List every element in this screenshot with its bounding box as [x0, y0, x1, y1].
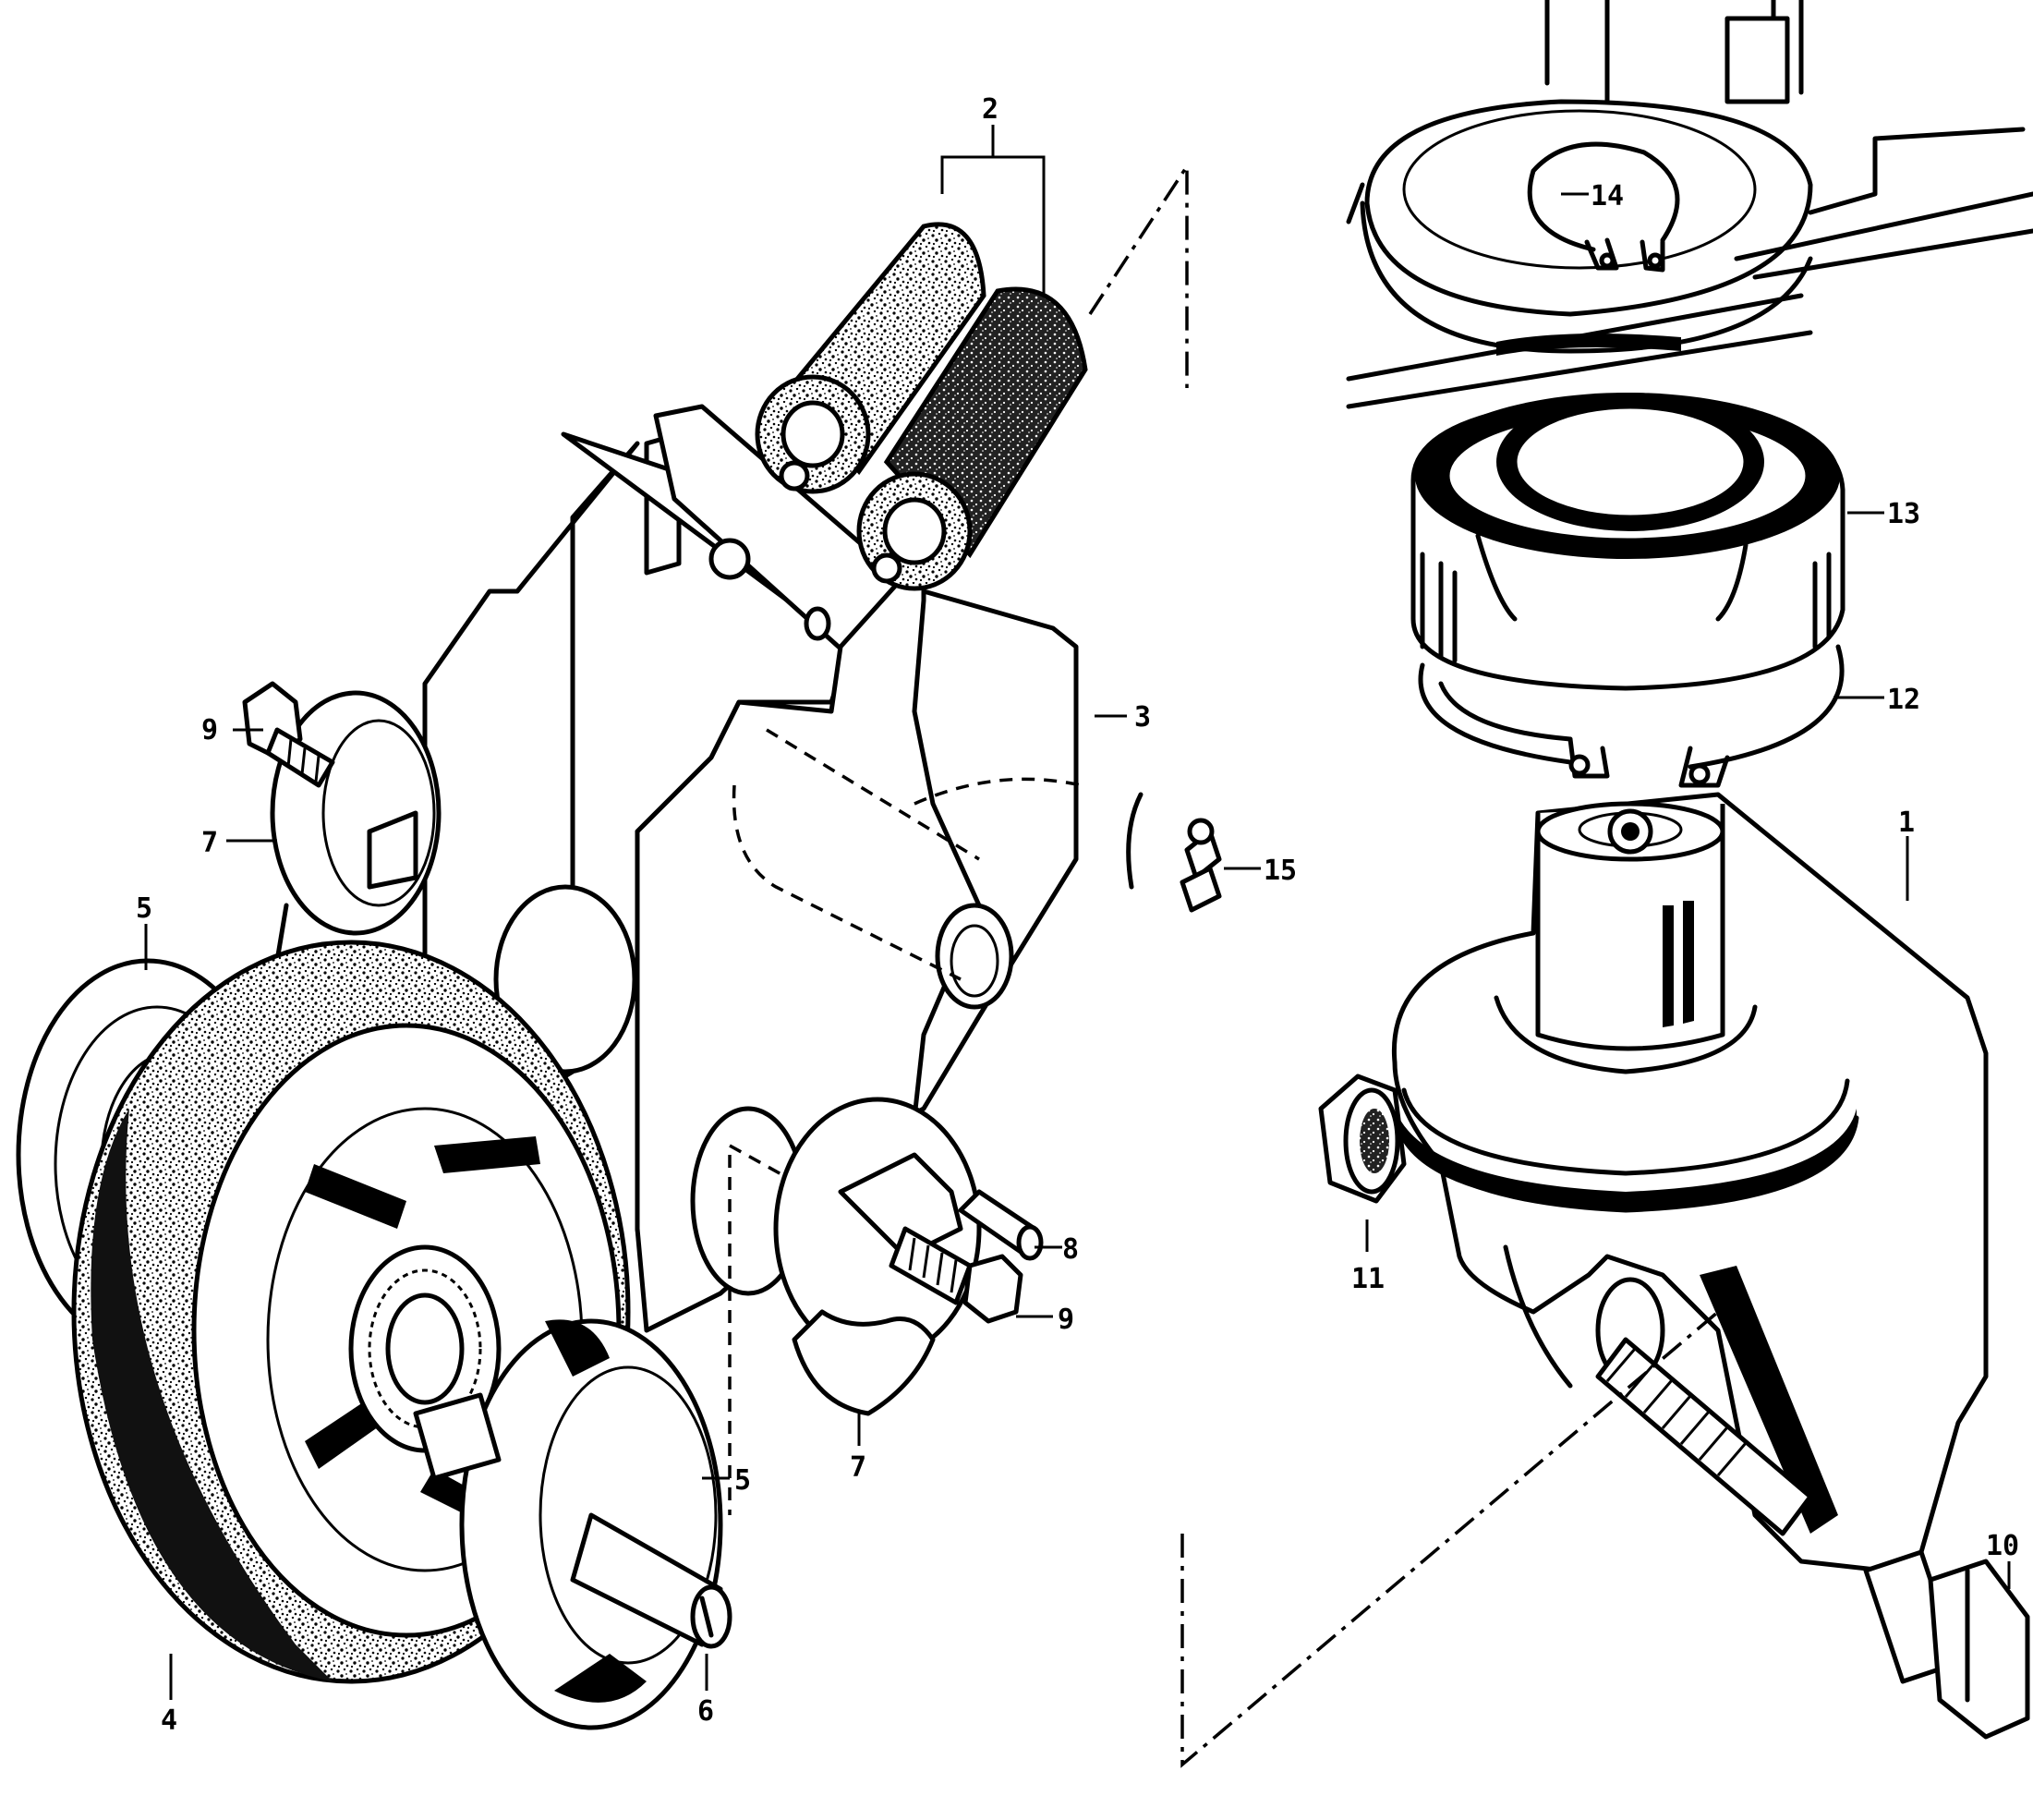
- nut-11: [1318, 1074, 1407, 1204]
- swivel-head-assembly: [1180, 0, 2033, 1768]
- callout-2: 2: [982, 93, 998, 126]
- roller-bore-1: [781, 400, 845, 468]
- roller-bore-2: [882, 497, 947, 565]
- upper-housing: [1346, 0, 2033, 409]
- bolt-9-lower: [889, 1226, 1023, 1324]
- callout-10: 10: [1986, 1530, 2019, 1562]
- bolt-10: [1863, 1549, 2030, 1740]
- callout-9-upper: 9: [201, 714, 218, 746]
- pin-8: [958, 1189, 1044, 1261]
- callout-14: 14: [1591, 180, 1624, 212]
- callout-8: 8: [1062, 1233, 1079, 1266]
- bracket-hole-large: [493, 884, 637, 1074]
- caster-fork-assembly: [16, 125, 1222, 1730]
- callout-15: 15: [1264, 855, 1297, 887]
- tab-hole: [708, 538, 751, 580]
- circlip-14: [1527, 141, 1680, 273]
- grease-nipple-15: [1126, 792, 1222, 913]
- callout-5-right: 5: [734, 1464, 751, 1497]
- axis-line-upper: [1088, 161, 1189, 388]
- callout-13: 13: [1887, 498, 1920, 530]
- callout-5-left: 5: [136, 892, 152, 925]
- bracket-hole-axle-inner: [950, 924, 999, 998]
- axle-6: [413, 1392, 732, 1649]
- callout-1: 1: [1898, 807, 1915, 839]
- rollers: [755, 222, 1088, 591]
- bearing-13: [1410, 393, 1845, 691]
- bolt-9-upper: [242, 681, 335, 788]
- bracket-hole-axle: [935, 903, 1014, 1010]
- circlip-12: [1418, 644, 1845, 788]
- callout-4: 4: [161, 1705, 177, 1737]
- callout-9-lower: 9: [1058, 1304, 1074, 1336]
- leader-lines: [144, 192, 2011, 1700]
- hidden-line-1: [732, 784, 962, 981]
- callout-7-lower: 7: [850, 1451, 866, 1484]
- axis-line-lower: [1180, 1310, 1720, 1768]
- callout-3: 3: [1134, 701, 1151, 734]
- tab-hole-2: [804, 606, 831, 641]
- callout-6: 6: [697, 1695, 714, 1728]
- callout-12: 12: [1887, 684, 1920, 716]
- axle-bolt: [1595, 1337, 1813, 1536]
- hidden-line-2: [766, 728, 980, 861]
- washer-7-lower: [773, 1097, 982, 1416]
- callout-11: 11: [1351, 1263, 1385, 1295]
- callout-7-upper: 7: [201, 827, 218, 859]
- callout-labels: 2 3 9 7 5 15 8 9 7 5 4 6 14 13 12 1 11 1…: [136, 93, 2019, 1737]
